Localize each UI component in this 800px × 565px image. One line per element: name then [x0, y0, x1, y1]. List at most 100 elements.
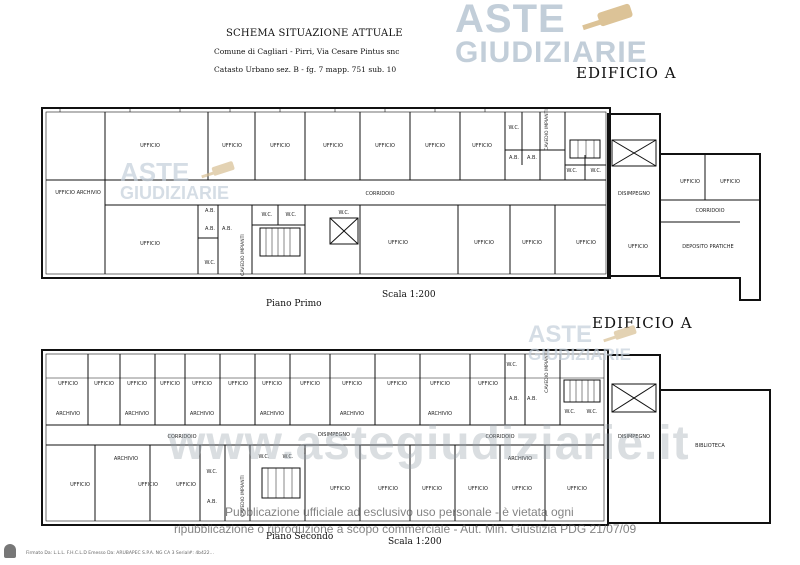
room-label: UFFICIO — [160, 381, 180, 387]
first-floor-scale: Scala 1:200 — [382, 290, 436, 300]
room-label: UFFICIO — [342, 381, 362, 387]
signature-badge-icon — [4, 544, 16, 558]
room-label: UFFICIO — [378, 486, 398, 492]
room-label: W.C. — [586, 409, 597, 415]
watermark-notice-line1: Pubblicazione ufficiale ad esclusivo uso… — [225, 505, 574, 519]
room-label: BIBLIOTECA — [695, 443, 725, 449]
watermark-logo-mid-left: ASTE GIUDIZIARIE — [120, 159, 235, 202]
watermark-brand: ASTE — [455, 0, 566, 41]
room-label: W.C. — [564, 409, 575, 415]
room-label: UFFICIO — [387, 381, 407, 387]
room-label: CORRIDOIO — [485, 434, 514, 440]
room-label: UFFICIO — [58, 381, 78, 387]
room-label: W.C. — [258, 454, 269, 460]
room-label: DISIMPEGNO — [318, 432, 350, 438]
first-floor-name: Piano Primo — [266, 299, 322, 309]
room-label: UFFICIO — [512, 486, 532, 492]
second-floor-labels: UFFICIO UFFICIO UFFICIO UFFICIO UFFICIO … — [56, 351, 726, 516]
room-label: CORRIDOIO — [167, 434, 196, 440]
room-label: A.B. — [222, 226, 232, 232]
gavel-icon — [201, 161, 235, 179]
room-label: UFFICIO — [375, 143, 395, 149]
room-label: UFFICIO — [680, 179, 700, 185]
room-label: UFFICIO — [70, 482, 90, 488]
room-label: ARCHIVIO — [508, 456, 532, 462]
corridor-label: CORRIDOIO — [365, 191, 394, 197]
first-floor-labels: UFFICIO UFFICIO UFFICIO UFFICIO UFFICIO … — [55, 109, 740, 275]
gavel-icon — [582, 3, 633, 31]
room-label: W.C. — [590, 168, 601, 174]
room-label: ARCHIVIO — [190, 411, 214, 417]
room-label: W.C. — [261, 212, 272, 218]
room-label: W.C. — [566, 168, 577, 174]
room-label: UFFICIO — [300, 381, 320, 387]
room-label: UFFICIO — [474, 240, 494, 246]
room-label: UFFICIO — [140, 143, 160, 149]
room-label: UFFICIO — [576, 240, 596, 246]
room-label: A.B. — [527, 155, 537, 161]
first-floor-plan — [41, 107, 761, 301]
room-label: ARCHIVIO — [114, 456, 138, 462]
room-label: W.C. — [206, 469, 217, 475]
room-label: UFFICIO — [323, 143, 343, 149]
room-label: CAVEDIO IMPIANTI — [240, 475, 246, 516]
plan-title: SCHEMA SITUAZIONE ATTUALE — [226, 28, 403, 39]
room-label: UFFICIO — [94, 381, 114, 387]
room-label: ARCHIVIO — [260, 411, 284, 417]
room-label: UFFICIO — [478, 381, 498, 387]
room-label: UFFICIO — [140, 241, 160, 247]
room-label: UFFICIO — [222, 143, 242, 149]
room-label: UFFICIO — [472, 143, 492, 149]
room-label: W.C. — [282, 454, 293, 460]
room-label: ARCHIVIO — [340, 411, 364, 417]
room-label: CAVEDIO IMPIANTI — [544, 109, 550, 150]
room-label: ARCHIVIO — [56, 411, 80, 417]
room-label: W.C. — [508, 125, 519, 131]
room-label: CORRIDOIO — [695, 208, 724, 214]
room-label: CAVEDIO IMPIANTI — [240, 234, 246, 275]
room-label: ARCHIVIO — [428, 411, 452, 417]
watermark-brand-sub: GIUDIZIARIE — [455, 36, 648, 69]
plan-cadastre: Catasto Urbano sez. B - fg. 7 mapp. 751 … — [214, 65, 397, 74]
second-floor-scale: Scala 1:200 — [388, 537, 442, 547]
building-label-top: EDIFICIO A — [576, 64, 677, 82]
room-label: DISIMPEGNO — [618, 434, 650, 440]
room-label: UFFICIO — [468, 486, 488, 492]
room-label: W.C. — [506, 362, 517, 368]
room-label: UFFICIO — [425, 143, 445, 149]
watermark-logo-mid-right: ASTE GIUDIZIARIE — [528, 323, 637, 363]
room-label: UFFICIO — [628, 244, 648, 250]
room-label: A.B. — [509, 396, 519, 402]
room-label: UFFICIO — [422, 486, 442, 492]
room-label: UFFICIO — [138, 482, 158, 488]
room-label: UFFICIO — [430, 381, 450, 387]
room-label: A.B. — [205, 208, 215, 214]
room-label: UFFICIO — [388, 240, 408, 246]
room-label: UFFICIO — [228, 381, 248, 387]
room-label: A.B. — [527, 396, 537, 402]
room-label: ARCHIVIO — [125, 411, 149, 417]
room-label: A.B. — [207, 499, 217, 505]
room-label: A.B. — [205, 226, 215, 232]
room-label: UFFICIO — [192, 381, 212, 387]
room-label: DEPOSITO PRATICHE — [682, 244, 733, 250]
room-label: DISIMPEGNO — [618, 191, 650, 197]
plan-location: Comune di Cagliari - Pirri, Via Cesare P… — [214, 47, 400, 56]
room-label: UFFICIO — [262, 381, 282, 387]
watermark-logo-top: ASTE GIUDIZIARIE — [455, 0, 648, 68]
watermark-notice-line2: ripubblicazione o riproduzione a scopo c… — [174, 522, 637, 536]
gavel-icon — [603, 325, 637, 343]
room-label: UFFICIO — [720, 179, 740, 185]
second-floor-name: Piano Secondo — [266, 532, 334, 542]
room-label: UFFICIO — [127, 381, 147, 387]
room-label: W.C. — [338, 210, 349, 216]
room-label: A.B. — [509, 155, 519, 161]
room-label: UFFICIO — [176, 482, 196, 488]
room-label: W.C. — [285, 212, 296, 218]
second-floor-plan — [41, 349, 771, 526]
watermark-url: www.astegiudiziarie.it — [168, 417, 690, 470]
footer-signature: Firmato Da: L.L.L. F.H.C.L.D Emesso Da: … — [26, 551, 214, 556]
room-label: CAVEDIO IMPIANTI — [544, 351, 550, 392]
room-label: UFFICIO — [270, 143, 290, 149]
